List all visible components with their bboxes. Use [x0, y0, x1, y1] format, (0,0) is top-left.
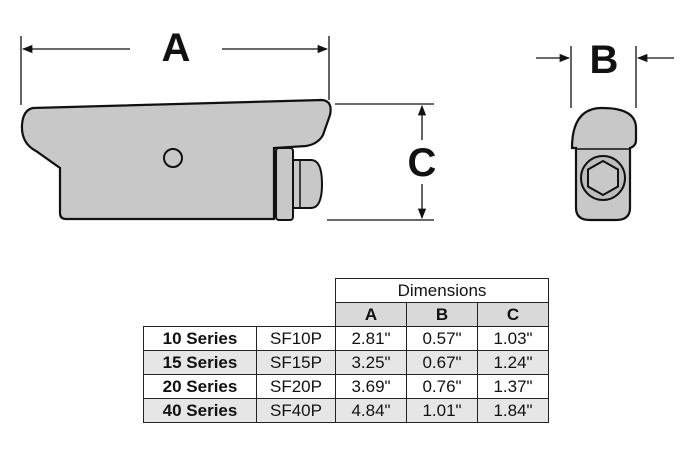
dimension-a-value: 3.69"	[335, 374, 407, 399]
dimension-a-value: 3.25"	[335, 350, 407, 375]
series-name: 10 Series	[143, 326, 257, 351]
series-name: 40 Series	[143, 398, 257, 423]
table-row: 15 Series SF15P 3.25" 0.67" 1.24"	[143, 350, 549, 375]
set-screw-head	[275, 147, 294, 221]
label-b: B	[590, 38, 619, 82]
dimension-c-value: 1.24"	[477, 350, 549, 375]
dimension-c-value: 1.84"	[477, 398, 549, 423]
side-view	[20, 98, 332, 221]
dimension-c: C	[327, 103, 437, 221]
series-name: 15 Series	[143, 350, 257, 375]
part-drawing: A B C	[20, 26, 674, 222]
hex-socket	[587, 159, 619, 197]
column-header-c: C	[477, 302, 549, 327]
table-row: 20 Series SF20P 3.69" 0.76" 1.37"	[143, 374, 549, 399]
dimension-b-value: 0.57"	[406, 326, 478, 351]
table-title-row: Dimensions	[144, 278, 549, 303]
part-number: SF20P	[256, 374, 336, 399]
label-c: C	[408, 141, 437, 185]
column-header-b: B	[406, 302, 478, 327]
set-screw-hex	[292, 159, 324, 209]
end-view	[570, 106, 638, 222]
dimension-c-value: 1.37"	[477, 374, 549, 399]
part-number: SF40P	[256, 398, 336, 423]
dimensions-table: Dimensions A B C 10 Series SF10P 2.81" 0…	[143, 278, 549, 423]
dimension-a-value: 4.84"	[335, 398, 407, 423]
column-header-a: A	[335, 302, 407, 327]
part-number: SF15P	[256, 350, 336, 375]
label-a: A	[162, 26, 191, 70]
dimension-b-value: 0.67"	[406, 350, 478, 375]
dimension-a: A	[20, 26, 330, 105]
series-name: 20 Series	[143, 374, 257, 399]
dimension-b-value: 1.01"	[406, 398, 478, 423]
table-row: 10 Series SF10P 2.81" 0.57" 1.03"	[143, 326, 549, 351]
part-number: SF10P	[256, 326, 336, 351]
dimension-a-value: 2.81"	[335, 326, 407, 351]
pin-hole	[163, 148, 183, 168]
table-row: 40 Series SF40P 4.84" 1.01" 1.84"	[143, 398, 549, 423]
dimension-c-value: 1.03"	[477, 326, 549, 351]
table-header-row: A B C	[144, 302, 549, 327]
dimension-b: B	[536, 38, 674, 108]
dimension-b-value: 0.76"	[406, 374, 478, 399]
table-title: Dimensions	[335, 278, 549, 303]
